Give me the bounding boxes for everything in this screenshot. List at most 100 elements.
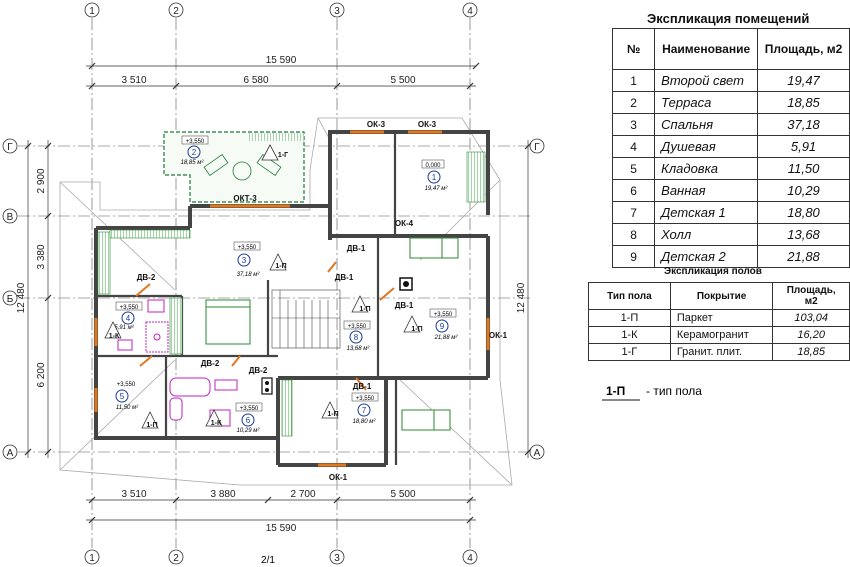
cell-cover: Гранит. плит.	[669, 343, 774, 361]
cell-type: 1-Г	[588, 343, 671, 361]
axis-label-3-top: 3	[334, 6, 340, 17]
floors-header-area: Площадь, м2	[772, 282, 850, 310]
room-2-number: 2	[192, 148, 197, 157]
axis-label-3-bottom: 3	[334, 553, 340, 564]
room-7-area: 18,80 м²	[353, 419, 377, 425]
axis-label-1-bottom: 1	[89, 553, 95, 564]
floors-header-type: Тип пола	[588, 282, 671, 310]
floor-mark-hall: 1-П	[359, 306, 370, 313]
cell-name: Второй свет	[654, 69, 759, 92]
label-ok1-bottom: ОК-1	[329, 473, 348, 482]
explication-title: Экспликация помещений	[647, 11, 810, 26]
room-6-level: +3,550	[240, 406, 259, 412]
room-5-number: 5	[120, 392, 125, 401]
explication-header: № Наименование Площадь, м2	[611, 28, 850, 70]
label-dv1-c: ДВ-1	[353, 382, 372, 391]
floor-mark-bath: 1-К	[211, 420, 222, 427]
room-4-number: 4	[126, 314, 131, 323]
cell-area: 10,29	[757, 179, 850, 202]
explication-header-area: Площадь, м2	[757, 28, 850, 70]
label-ok1-right: ОК-1	[489, 331, 508, 340]
label-ok3-a: ОК-3	[367, 120, 386, 129]
dim-bottom-4: 5 500	[390, 489, 415, 500]
room-markers: 0,000 1 19,47 м² +3,550 2 18,85 м² +3,55…	[114, 135, 458, 434]
axis-label-1-top: 1	[89, 6, 95, 17]
cell-area: 37,18	[757, 113, 850, 136]
room-3-number: 3	[242, 256, 247, 265]
cell-area: 18,80	[757, 201, 850, 224]
cell-area: 11,50	[757, 157, 850, 180]
floors-title: Экспликация полов	[664, 266, 762, 277]
room-8-area: 13,68 м²	[347, 346, 371, 352]
room-9-level: +3,550	[434, 312, 453, 318]
windows	[94, 130, 490, 467]
cell-name: Ванная	[654, 179, 759, 202]
dim-top-3: 5 500	[390, 75, 415, 86]
axis-label-4-top: 4	[467, 6, 473, 17]
cell-num: 1	[611, 69, 656, 92]
cell-num: 6	[611, 179, 656, 202]
axis-label-a-right: А	[534, 448, 541, 459]
legend-text: - тип пола	[646, 384, 702, 398]
built-in-storage	[97, 151, 486, 437]
cell-name: Детская 1	[654, 201, 759, 224]
legend: 1-П - тип пола	[602, 384, 702, 401]
cell-area: 103,04	[772, 309, 850, 327]
cell-name: Терраса	[654, 91, 759, 114]
label-dv1-a: ДВ-1	[335, 273, 354, 282]
sheet-label: 2/1	[261, 555, 275, 566]
floor-mark-storage: 1-П	[146, 422, 157, 429]
cell-area: 16,20	[772, 326, 850, 344]
room-7-level: +3,550	[356, 396, 375, 402]
axis-label-a-left: А	[7, 448, 14, 459]
room-9-number: 9	[440, 322, 445, 331]
room-2-area: 18,85 м²	[181, 160, 205, 166]
room-3-level: +3,550	[238, 245, 257, 251]
interior-partitions	[96, 132, 398, 465]
cell-type: 1-П	[588, 309, 671, 327]
explication-header-name: Наименование	[654, 28, 759, 70]
cell-area: 5,91	[757, 135, 850, 158]
room-4-level: +3,550	[120, 305, 139, 311]
room-5-level: +3,550	[117, 382, 136, 388]
room-5-area: 11,50 м²	[116, 405, 139, 411]
dim-bottom-2: 3 880	[210, 489, 235, 500]
dim-top-1: 3 510	[121, 75, 146, 86]
cell-type: 1-К	[588, 326, 671, 344]
cell-num: 4	[611, 135, 656, 158]
cell-name: Детская 2	[654, 245, 759, 268]
cell-cover: Паркет	[669, 309, 774, 327]
dim-bottom-3: 2 700	[290, 489, 315, 500]
room-4-area: 5,91 м²	[114, 325, 134, 331]
dim-left-1: 2 900	[36, 168, 47, 193]
room-1-number: 1	[432, 173, 437, 182]
room-8-level: +3,550	[348, 324, 367, 330]
cell-area: 19,47	[757, 69, 850, 92]
axis-label-v-left: В	[7, 212, 14, 223]
floor-mark-shower: 1-К	[109, 333, 120, 340]
label-dv2-a: ДВ-2	[137, 273, 156, 282]
label-ok4: ОК-4	[395, 219, 414, 228]
floor-mark-bedroom: 1-П	[275, 263, 286, 270]
axis-label-4-bottom: 4	[467, 553, 473, 564]
cell-name: Кладовка	[654, 157, 759, 180]
axis-bubbles	[2, 2, 545, 565]
cell-num: 9	[611, 245, 656, 268]
explication-header-num: №	[611, 28, 656, 70]
axis-label-2-top: 2	[173, 6, 179, 17]
cell-area: 21,88	[757, 245, 850, 268]
cell-num: 7	[611, 201, 656, 224]
label-okt3: ОКТ-3	[233, 194, 257, 203]
beds	[205, 237, 459, 431]
cell-area: 13,68	[757, 223, 850, 246]
dim-bottom-total: 15 590	[266, 523, 297, 534]
